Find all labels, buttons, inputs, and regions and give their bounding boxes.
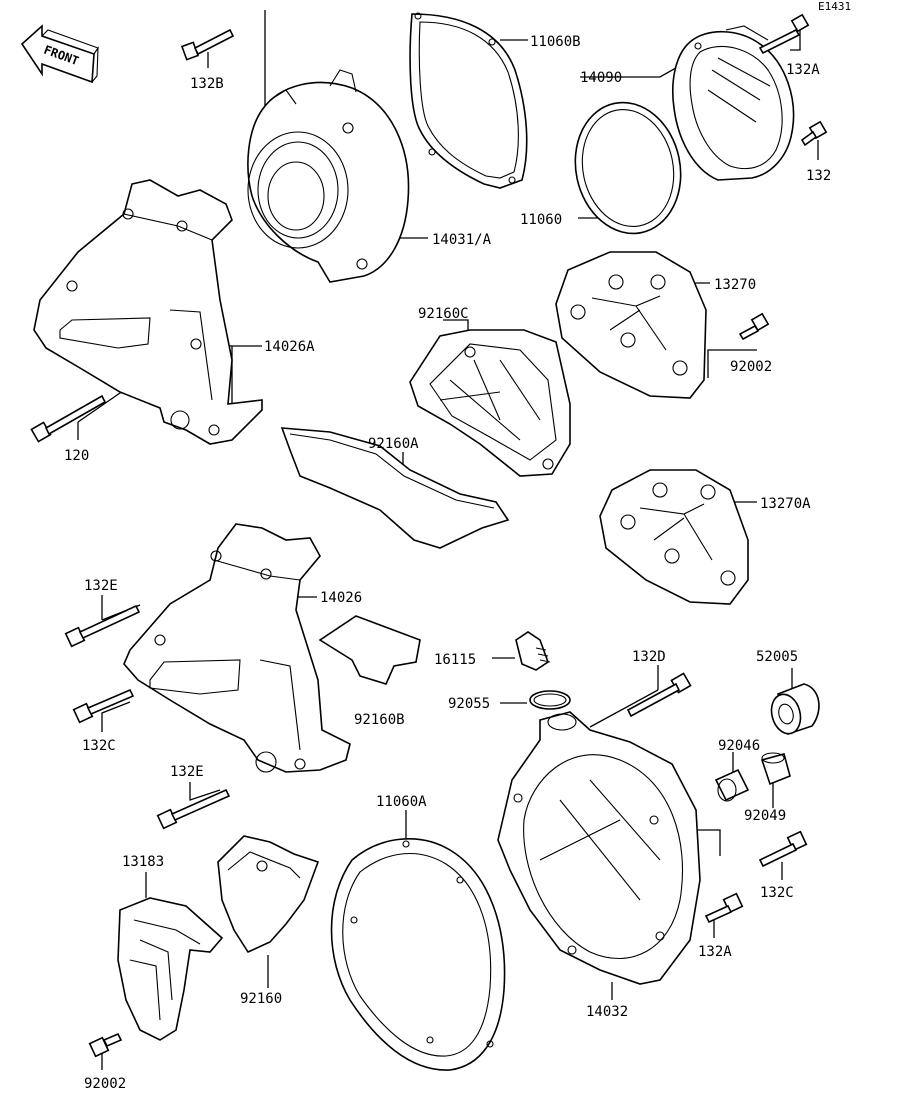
label-132d: 132D [632,649,666,665]
label-14026a: 14026A [264,339,315,355]
label-92055: 92055 [448,696,490,712]
bolt-132c-left-icon [72,688,135,724]
bolt-132e-top-icon [64,604,141,648]
guard-13183-icon [117,897,224,1041]
label-92160c: 92160C [418,306,469,322]
label-132e-bottom: 132E [170,764,204,780]
bolt-92002-bottom-icon [88,1032,123,1058]
bolt-132d-icon [626,672,692,718]
label-92002-bottom: 92002 [84,1076,126,1092]
bolt-132a-bottom-icon [704,892,744,924]
label-132c-right: 132C [760,885,794,901]
bolt-132b-icon [180,28,235,61]
plate-13270-icon [555,251,707,399]
cover-14090-icon [671,25,795,181]
insulator-92160c-icon [409,329,571,477]
label-132b: 132B [190,76,224,92]
label-14090: 14090 [580,70,622,86]
needle-bearing-92046-icon [714,768,750,802]
label-132c-left: 132C [82,738,116,754]
label-92002-right: 92002 [730,359,772,375]
label-92160b: 92160B [354,712,405,728]
label-13183: 13183 [122,854,164,870]
label-11060a: 11060A [376,794,427,810]
label-92160a: 92160A [368,436,419,452]
label-92160: 92160 [240,991,282,1007]
clutch-cover-14032-icon [497,711,701,985]
label-120: 120 [64,448,89,464]
plate-13270a-icon [599,469,749,605]
label-14032: 14032 [586,1004,628,1020]
label-132e-top: 132E [84,578,118,594]
label-13270: 13270 [714,277,756,293]
label-52005: 52005 [756,649,798,665]
gasket-11060b-icon [409,12,528,189]
insulator-92160-icon [217,835,320,954]
bolt-120-icon [30,394,107,443]
label-11060b: 11060B [530,34,581,50]
bolt-132e-bottom-icon [156,788,231,830]
bolt-132a-top-icon [758,13,810,55]
gasket-11060a-icon [330,838,506,1071]
label-92049: 92049 [744,808,786,824]
bearing-52005-icon [770,683,820,736]
gasket-11060-icon [574,101,682,235]
label-13270a: 13270A [760,496,811,512]
diagram-code: E1431 [818,0,851,13]
label-132a-top: 132A [786,62,820,78]
sprocket-cover-14026-icon [123,523,351,773]
generator-cover-14031-icon [247,69,410,283]
label-92046: 92046 [718,738,760,754]
label-14026: 14026 [320,590,362,606]
sprocket-cover-14026a-icon [33,179,263,445]
gasket-92160a-icon [280,427,510,549]
label-132a-bottom: 132A [698,944,732,960]
label-14031a: 14031/A [432,232,492,248]
bolt-132-icon [800,120,828,147]
label-132: 132 [806,168,831,184]
bolt-132c-right-icon [758,830,808,868]
o-ring-92055-icon [529,690,571,710]
label-16115: 16115 [434,652,476,668]
plug-16115-icon [515,631,551,671]
front-arrow-icon: FRONT [20,24,99,84]
label-11060: 11060 [520,212,562,228]
pad-92160b-icon [318,615,421,685]
bolt-92002-right-icon [738,312,770,341]
collar-92049-icon [760,752,791,786]
